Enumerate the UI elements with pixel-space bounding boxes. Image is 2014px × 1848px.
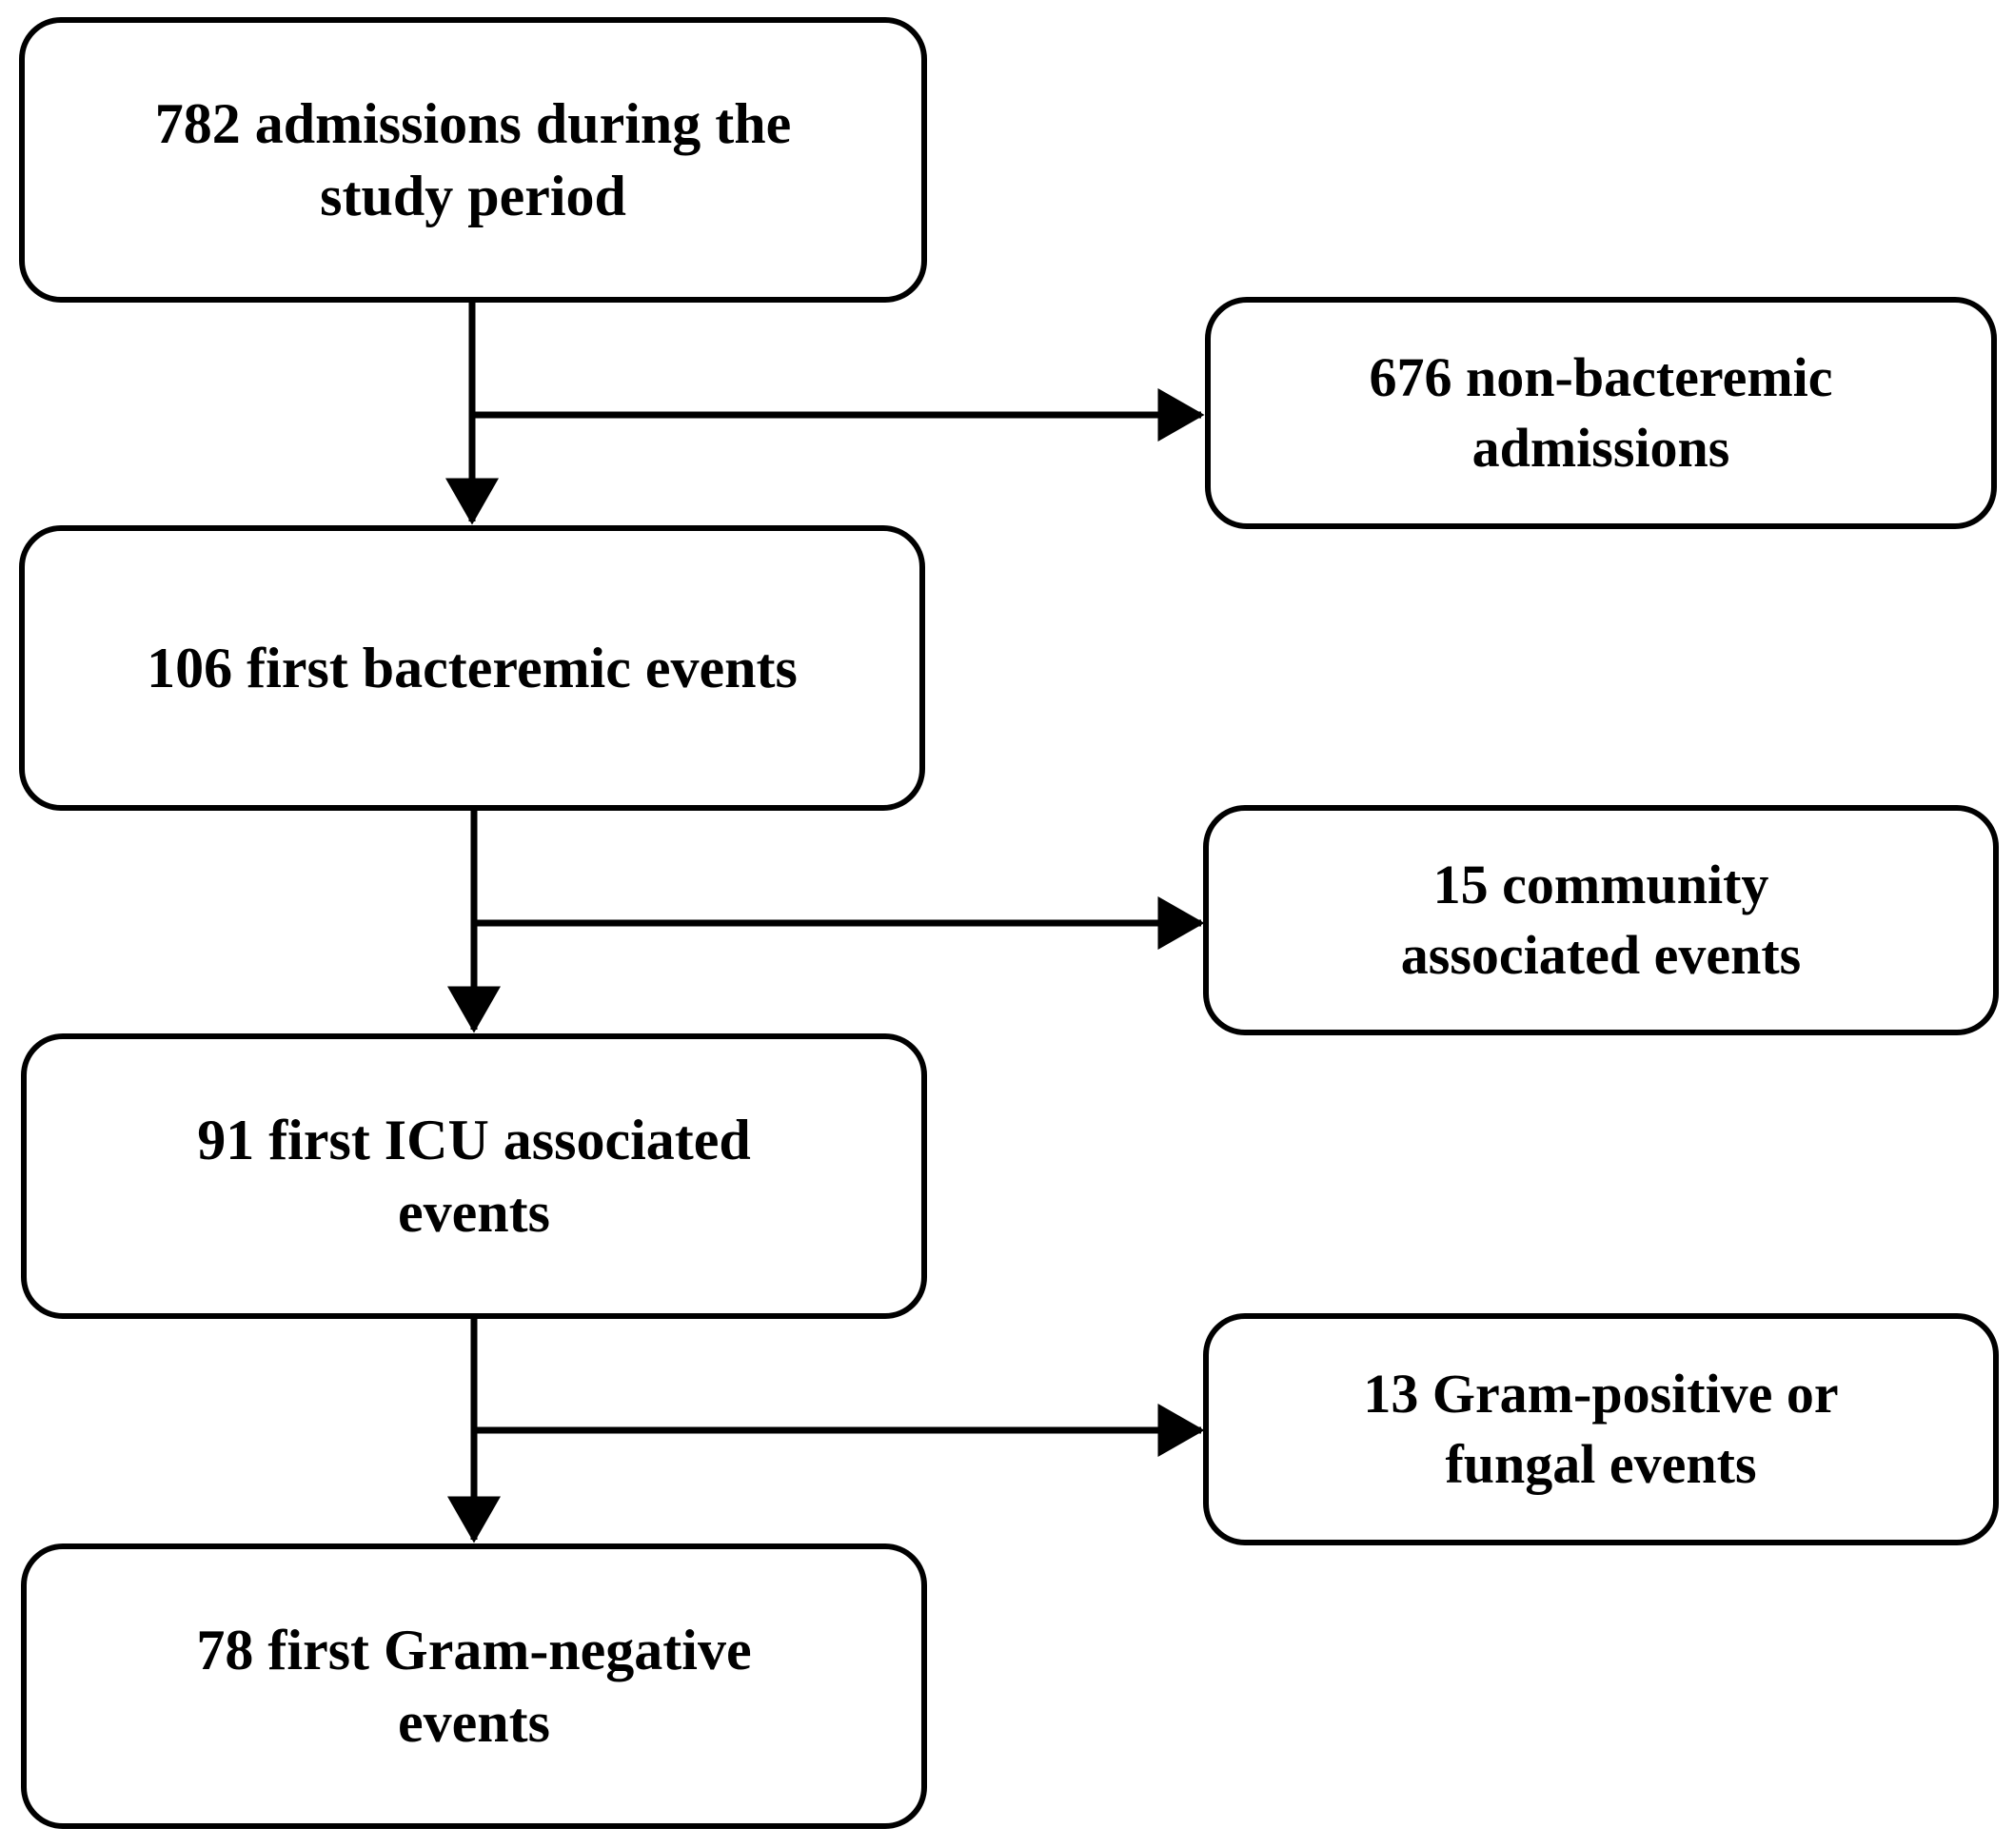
icu-events-box: 91 first ICU associated events [21, 1033, 927, 1319]
admissions-text: 782 admissions during the study period [154, 91, 792, 227]
community-events-text: 15 community associated events [1400, 854, 1802, 986]
gram-negative-events-box: 78 first Gram-negative events [21, 1543, 927, 1829]
gram-positive-fungal-text: 13 Gram-positive or fungal events [1363, 1363, 1839, 1495]
gram-positive-fungal-box: 13 Gram-positive or fungal events [1203, 1313, 1999, 1545]
non-bacteremic-text: 676 non-bacteremic admissions [1369, 346, 1833, 479]
community-events-box: 15 community associated events [1203, 805, 1999, 1035]
non-bacteremic-box: 676 non-bacteremic admissions [1205, 297, 1997, 529]
bacteremic-events-box: 106 first bacteremic events [19, 525, 925, 811]
icu-events-text: 91 first ICU associated events [197, 1108, 751, 1244]
bacteremic-events-text: 106 first bacteremic events [147, 636, 798, 699]
gram-negative-events-text: 78 first Gram-negative events [196, 1618, 752, 1754]
admissions-box: 782 admissions during the study period [19, 17, 927, 303]
